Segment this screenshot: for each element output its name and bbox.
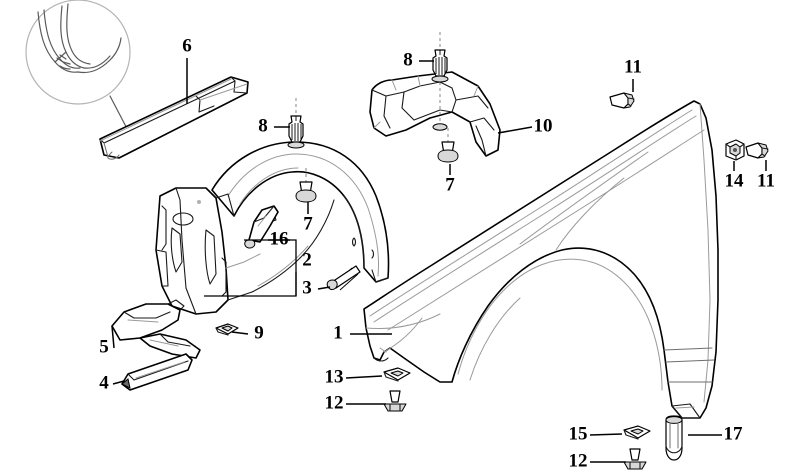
part-air-duct <box>369 71 501 157</box>
part-wheel-housing-liner <box>155 141 390 315</box>
callout-1: 1 <box>333 322 343 343</box>
callout-12a: 12 <box>325 392 344 413</box>
leader-9 <box>231 331 249 335</box>
leader-5 <box>111 325 115 349</box>
callout-11b: 11 <box>757 170 775 191</box>
callout-4: 4 <box>99 372 109 393</box>
callout-2: 2 <box>302 249 312 270</box>
callout-16: 16 <box>270 228 289 249</box>
hardware-screw-7a <box>295 168 317 203</box>
leader-lines-group <box>111 58 767 463</box>
leader-13 <box>345 375 383 379</box>
callout-8b: 8 <box>403 49 413 70</box>
callout-3: 3 <box>302 277 312 298</box>
part-splash-guard <box>111 299 201 359</box>
detail-circle-outline <box>25 0 131 105</box>
hardware-hex-bolt-11b <box>745 142 769 159</box>
hardware-screw-12b <box>623 448 647 470</box>
callout-5: 5 <box>99 336 109 357</box>
callout-15: 15 <box>569 423 588 444</box>
detail-inset-group <box>25 0 137 141</box>
callout-11a: 11 <box>624 56 642 77</box>
leader-15 <box>589 433 623 436</box>
leader-3 <box>317 286 331 290</box>
hardware-hex-bolt-11a <box>609 92 635 109</box>
callout-7b: 7 <box>445 174 455 195</box>
hardware-cage-nut-14 <box>725 139 745 161</box>
part-front-fender <box>363 100 719 419</box>
hardware-screw-7b <box>437 128 459 163</box>
hardware-screw-3 <box>326 265 361 291</box>
part-plastic-sleeve-17 <box>665 415 683 461</box>
hardware-expanding-rivet-8b <box>431 32 449 83</box>
part-cover-strip-clip <box>244 205 279 249</box>
callout-10: 10 <box>534 115 553 136</box>
callout-9: 9 <box>254 322 264 343</box>
callout-6: 6 <box>182 35 192 56</box>
leader-10 <box>497 126 533 134</box>
callout-numbers-group: 1 2 3 4 5 6 7 7 8 8 9 10 11 11 12 12 13 … <box>99 35 775 471</box>
part-reinforcement-strip <box>121 353 193 391</box>
bracket-2-top <box>244 239 297 250</box>
detail-cross-section-art <box>37 3 122 74</box>
callout-12b: 12 <box>569 450 588 471</box>
leader-4 <box>112 380 125 385</box>
callout-14: 14 <box>725 170 745 191</box>
callout-13: 13 <box>325 366 344 387</box>
callout-8a: 8 <box>258 115 268 136</box>
callout-7a: 7 <box>303 213 313 234</box>
hardware-clip-nut-9 <box>215 323 239 336</box>
callout-17: 17 <box>724 423 744 444</box>
part-rocker-trim-strip <box>99 76 249 160</box>
hardware-screw-12a <box>383 390 407 412</box>
hardware-clip-nut-15 <box>623 425 651 440</box>
hardware-clip-nut-13 <box>383 367 411 382</box>
hardware-expanding-rivet-8a <box>287 98 305 149</box>
